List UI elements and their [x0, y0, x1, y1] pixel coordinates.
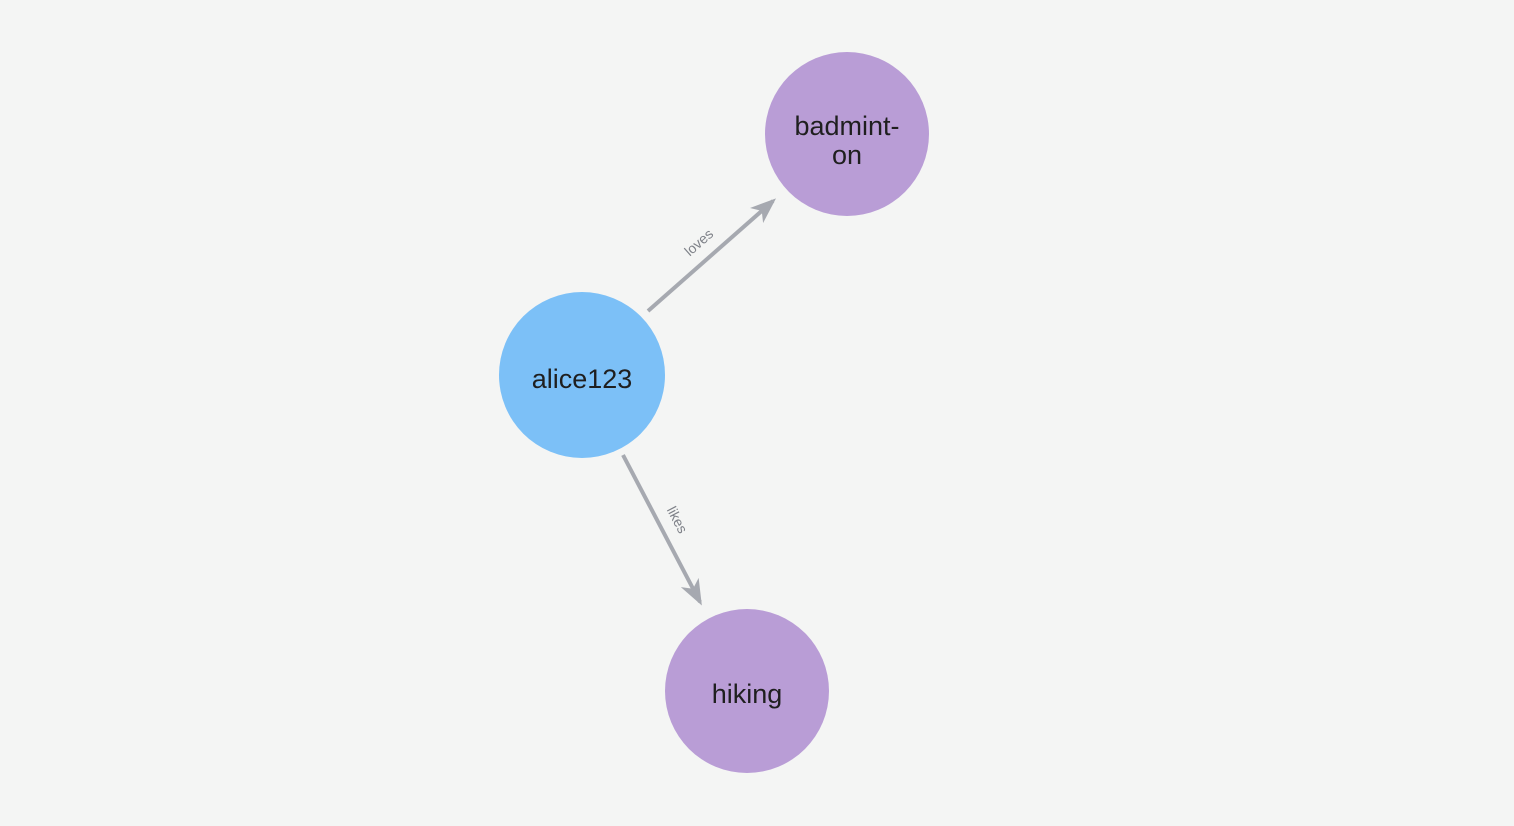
edge-likes: likes	[621, 454, 702, 606]
edge-loves: loves	[646, 198, 777, 313]
node-circle-hiking[interactable]	[665, 609, 829, 773]
node-circle-badminton[interactable]	[765, 52, 929, 216]
edge-label-likes: likes	[664, 504, 691, 536]
node-hiking[interactable]: hiking	[665, 609, 829, 773]
node-badminton[interactable]: badmint- on	[765, 52, 929, 216]
edge-line-likes[interactable]	[621, 454, 702, 606]
node-alice123[interactable]: alice123	[499, 292, 665, 458]
edge-line-loves[interactable]	[646, 198, 777, 313]
node-circle-alice123[interactable]	[499, 292, 665, 458]
